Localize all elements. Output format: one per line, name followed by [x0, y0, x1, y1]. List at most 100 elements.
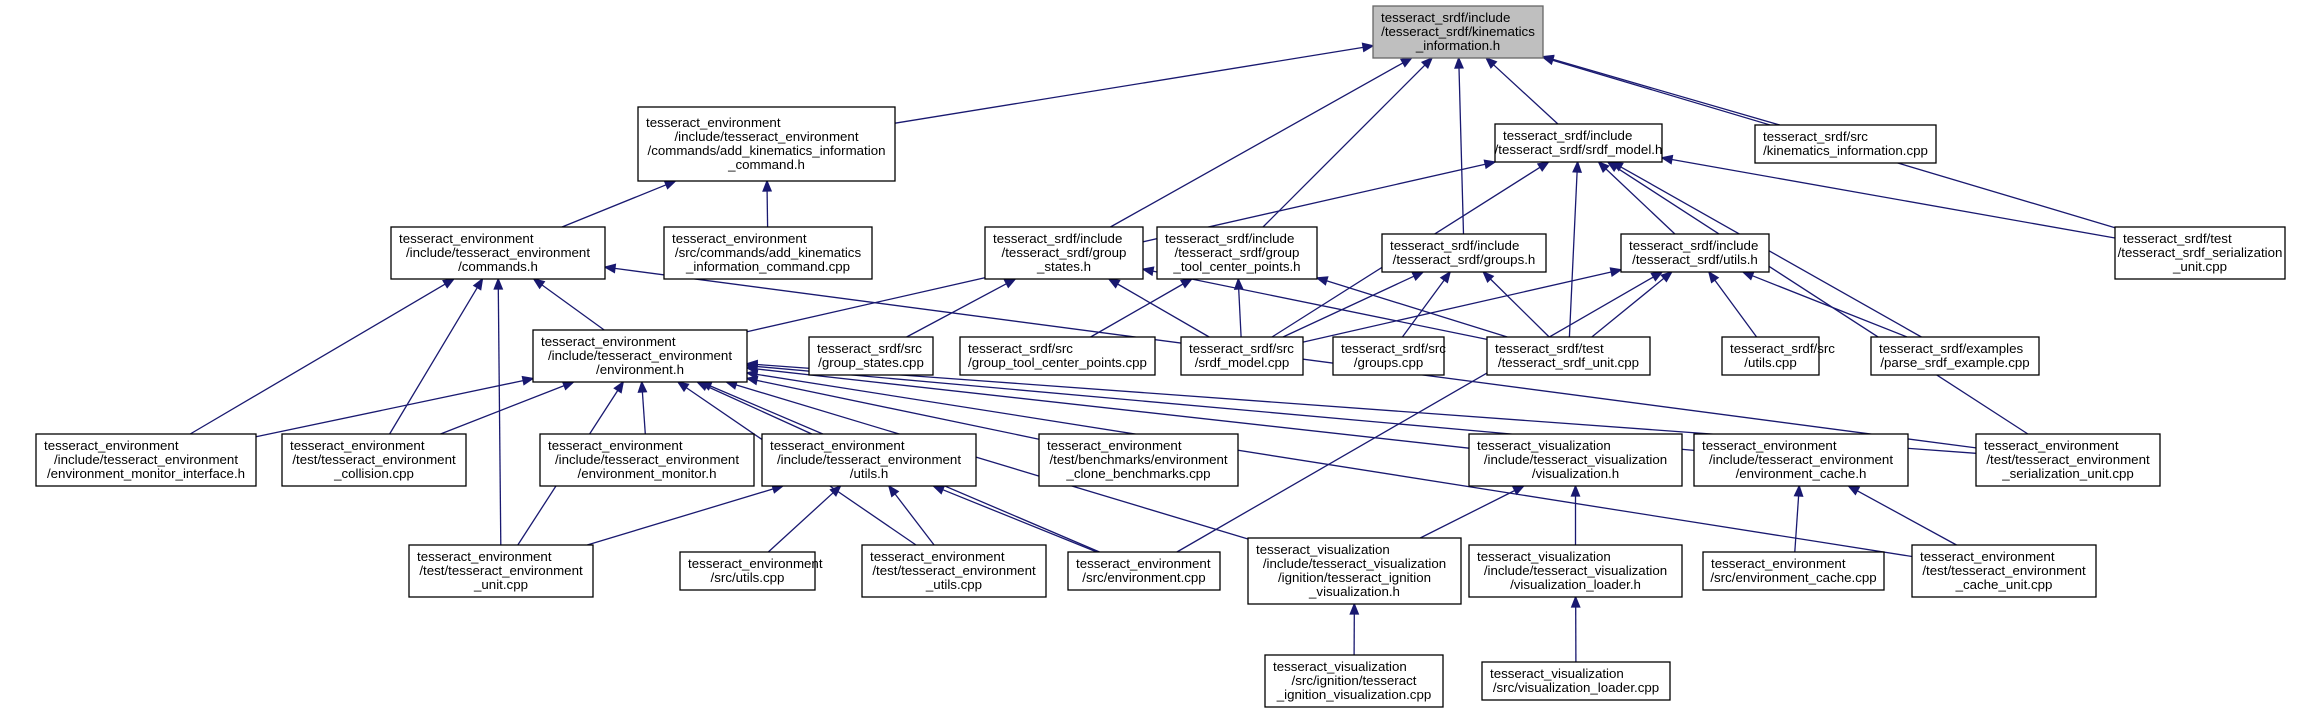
file-node-label-line: _tool_center_points.h: [1172, 259, 1300, 274]
dependency-edge-environment_cpp-to-utils_h: [1176, 271, 1664, 553]
file-node-env-collision[interactable]: tesseract_environment/test/tesseract_env…: [281, 433, 467, 487]
file-node-groups-h[interactable]: tesseract_srdf/include/tesseract_srdf/gr…: [1381, 233, 1547, 273]
file-node-vis-loader-h[interactable]: tesseract_visualization/include/tesserac…: [1468, 544, 1683, 598]
dependency-edge-env_unit-to-env_utils_h: [587, 484, 785, 546]
dependency-edge-env_cache_unit-to-env_cache_h: [1846, 485, 1957, 546]
file-node-srdf-model-h[interactable]: tesseract_srdf/include/tesseract_srdf/sr…: [1494, 123, 1663, 163]
file-node-label-line: /utils.h: [850, 466, 888, 481]
file-node-label-line: tesseract_environment: [688, 556, 823, 571]
file-node-label-line: tesseract_visualization: [1477, 549, 1611, 564]
dependency-edge-srdf_model_cpp-to-group_states_h: [1107, 278, 1210, 338]
dependency-edge-group_tcp_h-to-root: [1262, 56, 1434, 228]
file-node-label-line: /include/tesseract_environment: [674, 129, 858, 144]
file-node-utils-h[interactable]: tesseract_srdf/include/tesseract_srdf/ut…: [1620, 233, 1770, 273]
file-node-label-line: _clone_benchmarks.cpp: [1065, 466, 1210, 481]
file-node-kin-info-cpp[interactable]: tesseract_srdf/src/kinematics_informatio…: [1754, 124, 1937, 164]
file-node-label-line: tesseract_environment: [417, 549, 552, 564]
file-node-environment-cpp[interactable]: tesseract_environment/src/environment.cp…: [1067, 551, 1221, 591]
file-node-label-line: /tesseract_srdf/group: [1175, 245, 1300, 260]
dependency-edge-srdf_model_cpp-to-utils_h: [1302, 267, 1623, 343]
file-node-group-states-cpp[interactable]: tesseract_srdf/src/group_states.cpp: [808, 336, 934, 376]
file-node-env-bench[interactable]: tesseract_environment/test/benchmarks/en…: [1038, 433, 1239, 487]
dependency-edge-groups_cpp-to-groups_h: [1401, 270, 1452, 338]
dependency-edge-srdf_model_cpp-to-group_tcp_h: [1233, 277, 1244, 338]
file-node-env-mon-iface[interactable]: tesseract_environment/include/tesseract_…: [35, 433, 257, 487]
file-node-vis-loader-cpp[interactable]: tesseract_visualization/src/visualizatio…: [1481, 661, 1671, 701]
file-node-env-cache-cpp[interactable]: tesseract_environment/src/environment_ca…: [1702, 551, 1885, 591]
file-node-commands-h[interactable]: tesseract_environment/include/tesseract_…: [390, 226, 606, 280]
file-node-label-line: tesseract_visualization: [1256, 542, 1390, 557]
file-node-srdf-unit[interactable]: tesseract_srdf/test/tesseract_srdf_unit.…: [1486, 336, 1651, 376]
file-node-label-line: /environment_monitor.h: [578, 466, 717, 481]
file-node-label-line: tesseract_environment: [870, 549, 1005, 564]
file-node-group-tcp-cpp[interactable]: tesseract_srdf/src/group_tool_center_poi…: [959, 336, 1156, 376]
file-node-group-states-h[interactable]: tesseract_srdf/include/tesseract_srdf/gr…: [984, 226, 1144, 280]
file-node-env-serial-unit[interactable]: tesseract_environment/test/tesseract_env…: [1975, 433, 2161, 487]
file-node-label-line: /include/tesseract_visualization: [1484, 563, 1667, 578]
file-node-ign-vis-cpp[interactable]: tesseract_visualization/src/ignition/tes…: [1264, 654, 1444, 708]
dependency-edge-commands_h-to-add_kin_h: [561, 180, 678, 228]
file-node-label-line: tesseract_environment: [672, 231, 807, 246]
dependency-edge-env_mon_iface-to-commands_h: [189, 278, 456, 435]
file-node-label-line: tesseract_environment: [1076, 556, 1211, 571]
file-node-label-line: tesseract_environment: [541, 334, 676, 349]
dependency-edge-vis_loader_cpp-to-vis_loader_h: [1570, 595, 1581, 663]
file-node-environment-h[interactable]: tesseract_environment/include/tesseract_…: [532, 329, 748, 383]
dependency-edge-srdf_unit-to-groups_h: [1482, 270, 1550, 338]
file-node-label-line: /groups.cpp: [1354, 355, 1423, 370]
file-node-label-line: /environment_cache.h: [1736, 466, 1867, 481]
file-node-label-line: /kinematics_information.cpp: [1763, 143, 1928, 158]
dependency-edge-srdf_model_h-to-root: [1484, 56, 1559, 125]
file-node-label-line: /include/tesseract_environment: [548, 348, 732, 363]
file-node-label-line: /include/tesseract_environment: [555, 452, 739, 467]
file-node-label-line: tesseract_srdf/test: [2123, 231, 2232, 246]
file-node-label-line: _collision.cpp: [333, 466, 414, 481]
file-node-label-line: tesseract_srdf/include: [993, 231, 1122, 246]
file-node-srdf-utils-cpp[interactable]: tesseract_srdf/src/utils.cpp: [1721, 336, 1835, 376]
file-node-env-monitor-h[interactable]: tesseract_environment/include/tesseract_…: [539, 433, 755, 487]
file-node-label-line: /test/tesseract_environment: [292, 452, 456, 467]
file-node-label-line: tesseract_environment: [1702, 438, 1837, 453]
file-node-label-line: tesseract_srdf/src: [1730, 341, 1835, 356]
file-node-label-line: tesseract_environment: [548, 438, 683, 453]
dependency-edge-env_collision-to-commands_h: [389, 277, 484, 435]
file-node-parse-example[interactable]: tesseract_srdf/examples/parse_srdf_examp…: [1870, 336, 2040, 376]
file-node-label-line: tesseract_srdf/src: [968, 341, 1073, 356]
file-node-env-cache-unit[interactable]: tesseract_environment/test/tesseract_env…: [1911, 544, 2097, 598]
file-node-add-kin-h[interactable]: tesseract_environment/include/tesseract_…: [637, 106, 896, 182]
file-node-label-line: _serialization_unit.cpp: [2001, 466, 2134, 481]
file-node-groups-cpp[interactable]: tesseract_srdf/src/groups.cpp: [1332, 336, 1446, 376]
dependency-edge-serial_unit-to-srdf_model_h: [1660, 154, 2116, 239]
file-node-label-line: tesseract_environment: [399, 231, 534, 246]
file-node-srdf-model-cpp[interactable]: tesseract_srdf/src/srdf_model.cpp: [1180, 336, 1304, 376]
dependency-edge-add_kin_cpp-to-add_kin_h: [762, 179, 773, 228]
file-node-label-line: /include/tesseract_environment: [406, 245, 590, 260]
file-node-vis-h[interactable]: tesseract_visualization/include/tesserac…: [1468, 433, 1683, 487]
file-node-env-utils-test[interactable]: tesseract_environment/test/tesseract_env…: [861, 544, 1047, 598]
file-node-label-line: _unit.cpp: [2172, 259, 2227, 274]
file-node-label-line: /ignition/tesseract_ignition: [1278, 570, 1431, 585]
file-node-label-line: tesseract_srdf/src: [1763, 129, 1868, 144]
file-node-group-tcp-h[interactable]: tesseract_srdf/include/tesseract_srdf/gr…: [1156, 226, 1318, 280]
file-node-serial-unit[interactable]: tesseract_srdf/test/tesseract_srdf_seria…: [2114, 226, 2286, 280]
file-node-label-line: _states.h: [1036, 259, 1091, 274]
file-node-label-line: /environment.h: [596, 362, 684, 377]
file-node-label-line: tesseract_srdf/src: [1189, 341, 1294, 356]
file-node-label-line: _ignition_visualization.cpp: [1276, 687, 1432, 702]
dependency-edge-environment_cpp-to-env_utils_h: [931, 485, 1098, 553]
file-node-label-line: tesseract_visualization: [1477, 438, 1611, 453]
file-node-env-utils-cpp[interactable]: tesseract_environment/src/utils.cpp: [679, 551, 823, 591]
dependency-edge-env_utils_h-to-environment_h: [695, 381, 813, 435]
file-node-add-kin-cpp[interactable]: tesseract_environment/src/commands/add_k…: [663, 226, 873, 280]
file-node-env-cache-h[interactable]: tesseract_environment/include/tesseract_…: [1693, 433, 1909, 487]
file-node-env-unit[interactable]: tesseract_environment/test/tesseract_env…: [408, 544, 594, 598]
file-node-env-utils-h[interactable]: tesseract_environment/include/tesseract_…: [761, 433, 977, 487]
file-node-label-line: /commands/add_kinematics_information: [648, 143, 886, 158]
file-node-label-line: /include/tesseract_visualization: [1263, 556, 1446, 571]
file-node-label-line: /group_states.cpp: [818, 355, 924, 370]
dependency-edge-groups_h-to-root: [1454, 56, 1465, 235]
file-node-label-line: tesseract_environment: [1711, 556, 1846, 571]
file-node-ign-vis-h[interactable]: tesseract_visualization/include/tesserac…: [1247, 537, 1462, 605]
file-node-label-line: _visualization.h: [1308, 584, 1400, 599]
file-node-label-line: tesseract_srdf/include: [1381, 10, 1510, 25]
